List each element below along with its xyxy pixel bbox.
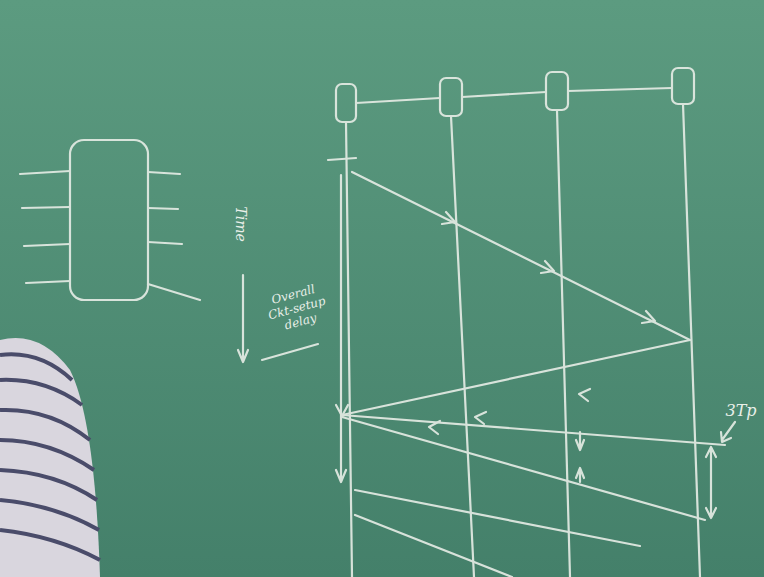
lecturer-figure — [0, 338, 100, 577]
output-wires — [148, 172, 200, 300]
node-symbol — [440, 78, 462, 116]
data-message — [342, 415, 725, 520]
delay-arrow — [336, 175, 346, 482]
time-arrow — [238, 275, 248, 362]
link-line — [356, 88, 672, 103]
input-wires — [20, 171, 70, 283]
ack-message — [342, 340, 690, 415]
marker — [576, 432, 584, 482]
dimension-label: 3Tp — [722, 402, 760, 420]
node-symbol — [672, 68, 694, 104]
arrowhead — [442, 212, 655, 323]
setup-message — [352, 172, 690, 340]
axis-label: Time — [233, 198, 249, 250]
underline — [262, 344, 318, 360]
start-tick — [328, 158, 356, 160]
node-symbol — [336, 84, 356, 122]
switch-block — [70, 140, 148, 300]
annotation: Overall Ckt-setup delay — [258, 280, 336, 338]
data-message — [355, 490, 640, 577]
leader-line — [721, 422, 735, 442]
dimension-arrow — [706, 447, 716, 518]
node-symbol — [546, 72, 568, 110]
timeline — [346, 104, 700, 577]
